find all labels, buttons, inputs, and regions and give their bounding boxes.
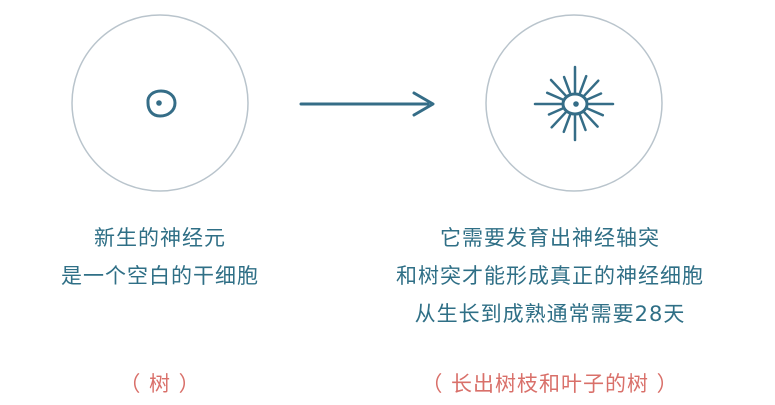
dendrite-4 [578,113,587,132]
dendrite-16 [585,92,603,101]
neuron-icon [533,65,615,142]
dendrite-12 [562,75,572,95]
stem-cell-caption-line-1: 新生的神经元 [94,226,226,250]
neuron-caption-line-1: 它需要发育出神经轴突 [440,226,660,250]
stem-cell-analogy-note: （ 树 ） [40,369,280,399]
growth-arrow-icon [299,91,435,117]
left-outer-circle [71,14,249,192]
dendrite-6 [562,113,572,134]
dendrite-15 [582,79,600,97]
stem-cell-analogy-text: （ 树 ） [119,372,201,396]
dendrite-10 [545,91,565,101]
dendrite-14 [578,74,588,95]
right-outer-circle [485,14,663,192]
dendrite-11 [549,78,568,97]
dendrite-8 [547,107,565,116]
dendrite-lines [533,65,615,142]
neuron-analogy-text: （ 长出树枝和叶子的树 ） [421,372,679,396]
dendrite-2 [585,107,605,117]
dendrite-7 [550,111,568,129]
neuron-caption-line-2: 和树突才能形成真正的神经细胞 [396,264,704,288]
dendrite-3 [582,111,599,128]
neuron-analogy-note: （ 长出树枝和叶子的树 ） [385,369,715,399]
stem-cell-caption: 新生的神经元 是一个空白的干细胞 [40,219,280,295]
neuron-caption-line-3: 从生长到成熟通常需要28天 [414,302,686,326]
stem-cell-icon [146,89,177,118]
neuron-caption: 它需要发育出神经轴突 和树突才能形成真正的神经细胞 从生长到成熟通常需要28天 [385,219,715,333]
stem-cell-caption-line-2: 是一个空白的干细胞 [61,264,259,288]
